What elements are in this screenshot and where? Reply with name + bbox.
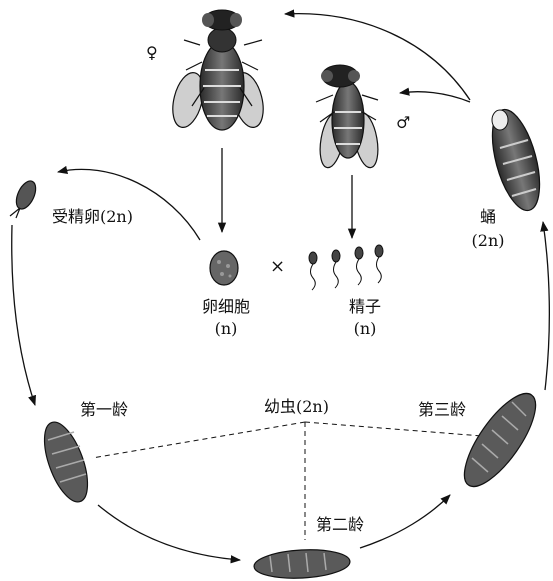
fertilized-egg-label: 受精卵(2n) bbox=[52, 208, 133, 226]
sperm-label: 精子 bbox=[340, 298, 390, 316]
female-fly bbox=[168, 10, 269, 131]
pupa-ploidy: (2n) bbox=[462, 232, 514, 250]
second-instar-label: 第二龄 bbox=[316, 516, 364, 534]
sperm-cells bbox=[309, 245, 383, 290]
egg-cell-ploidy: (n) bbox=[196, 320, 256, 338]
arrow-instar1-to-instar2 bbox=[98, 505, 240, 560]
larva-first-instar bbox=[36, 417, 97, 508]
egg-cell-label: 卵细胞 bbox=[196, 298, 256, 316]
egg-cell bbox=[210, 251, 238, 285]
larva-dashed-lines bbox=[92, 422, 482, 540]
cross-symbol: × bbox=[270, 258, 285, 276]
arrow-pupa-to-male bbox=[400, 92, 470, 102]
female-symbol: ♀ bbox=[146, 44, 158, 62]
male-fly bbox=[316, 65, 382, 169]
arrow-instar2-to-instar3 bbox=[360, 495, 450, 548]
pupa-label: 蛹 bbox=[466, 208, 510, 226]
arrow-pupa-to-female bbox=[285, 14, 470, 100]
pupa bbox=[483, 105, 549, 216]
arrow-egg-to-zygote bbox=[58, 169, 200, 240]
larva-third-instar bbox=[452, 383, 548, 496]
larva-second-instar bbox=[253, 548, 350, 581]
male-symbol: ♂ bbox=[396, 114, 410, 132]
third-instar-label: 第三龄 bbox=[418, 401, 466, 419]
larva-label: 幼虫(2n) bbox=[264, 398, 329, 416]
sperm-ploidy: (n) bbox=[340, 320, 390, 338]
arrow-zygote-to-instar1 bbox=[12, 225, 35, 405]
fertilized-egg bbox=[12, 178, 39, 212]
first-instar-label: 第一龄 bbox=[80, 401, 128, 419]
arrow-instar3-to-pupa bbox=[543, 222, 549, 390]
